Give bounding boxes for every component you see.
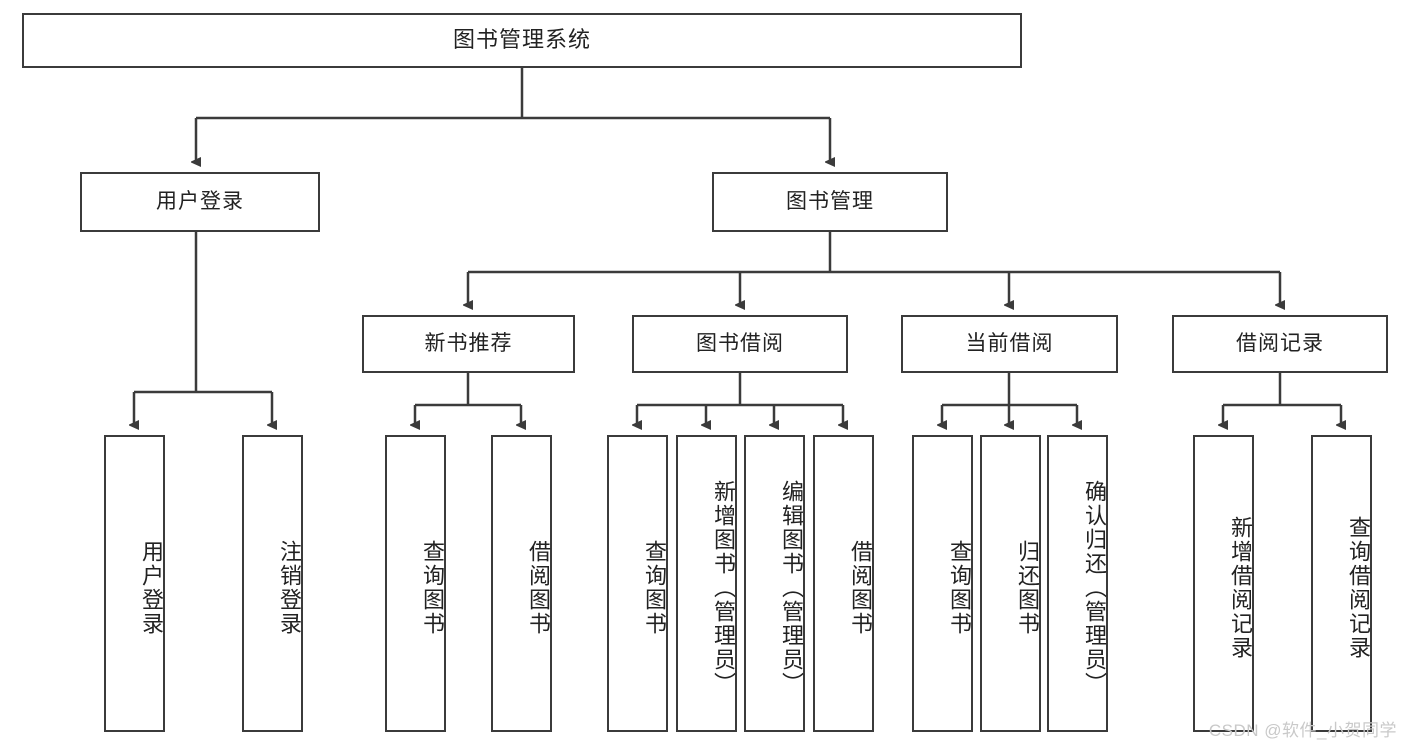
leaf-borrow-book-2[interactable]: 借阅图书 bbox=[813, 435, 874, 732]
leaf-logout[interactable]: 注销登录 bbox=[242, 435, 303, 732]
node-user-login[interactable]: 用户登录 bbox=[80, 172, 320, 232]
leaf-borrow-book-1-label: 借阅图书 bbox=[526, 539, 551, 636]
node-book-management-label: 图书管理 bbox=[786, 190, 874, 214]
leaf-add-record-label: 新增借阅记录 bbox=[1228, 515, 1253, 660]
leaf-user-login-label: 用户登录 bbox=[139, 539, 164, 636]
node-root[interactable]: 图书管理系统 bbox=[22, 13, 1022, 68]
node-current-borrow-label: 当前借阅 bbox=[965, 332, 1054, 356]
node-new-book-recommend-label: 新书推荐 bbox=[424, 332, 513, 356]
leaf-query-book-2-label: 查询图书 bbox=[642, 539, 667, 636]
leaf-edit-book[interactable]: 编辑图书（管理员） bbox=[744, 435, 805, 732]
leaf-query-record[interactable]: 查询借阅记录 bbox=[1311, 435, 1372, 732]
leaf-query-book-1-label: 查询图书 bbox=[420, 539, 445, 636]
leaf-edit-book-label: 编辑图书（管理员） bbox=[779, 479, 804, 696]
leaf-confirm-return[interactable]: 确认归还（管理员） bbox=[1047, 435, 1108, 732]
leaf-query-record-label: 查询借阅记录 bbox=[1346, 515, 1371, 660]
leaf-borrow-book-2-label: 借阅图书 bbox=[848, 539, 873, 636]
leaf-query-book-1[interactable]: 查询图书 bbox=[385, 435, 446, 732]
node-user-login-label: 用户登录 bbox=[156, 190, 244, 214]
node-root-label: 图书管理系统 bbox=[452, 27, 591, 53]
leaf-query-book-3-label: 查询图书 bbox=[947, 539, 972, 636]
leaf-return-book-label: 归还图书 bbox=[1015, 539, 1040, 636]
watermark: CSDN @软件_小贺同学 bbox=[1208, 721, 1397, 740]
node-borrow-record[interactable]: 借阅记录 bbox=[1172, 315, 1388, 373]
node-book-borrow-label: 图书借阅 bbox=[696, 332, 784, 356]
leaf-add-book[interactable]: 新增图书（管理员） bbox=[676, 435, 737, 732]
node-borrow-record-label: 借阅记录 bbox=[1236, 332, 1324, 356]
leaf-return-book[interactable]: 归还图书 bbox=[980, 435, 1041, 732]
leaf-confirm-return-label: 确认归还（管理员） bbox=[1082, 479, 1107, 696]
node-book-management[interactable]: 图书管理 bbox=[712, 172, 948, 232]
leaf-user-login[interactable]: 用户登录 bbox=[104, 435, 165, 732]
leaf-add-record[interactable]: 新增借阅记录 bbox=[1193, 435, 1254, 732]
leaf-add-book-label: 新增图书（管理员） bbox=[711, 479, 736, 696]
leaf-query-book-3[interactable]: 查询图书 bbox=[912, 435, 973, 732]
node-current-borrow[interactable]: 当前借阅 bbox=[901, 315, 1118, 373]
leaf-query-book-2[interactable]: 查询图书 bbox=[607, 435, 668, 732]
leaf-borrow-book-1[interactable]: 借阅图书 bbox=[491, 435, 552, 732]
node-new-book-recommend[interactable]: 新书推荐 bbox=[362, 315, 575, 373]
leaf-logout-label: 注销登录 bbox=[277, 539, 302, 636]
node-book-borrow[interactable]: 图书借阅 bbox=[632, 315, 848, 373]
